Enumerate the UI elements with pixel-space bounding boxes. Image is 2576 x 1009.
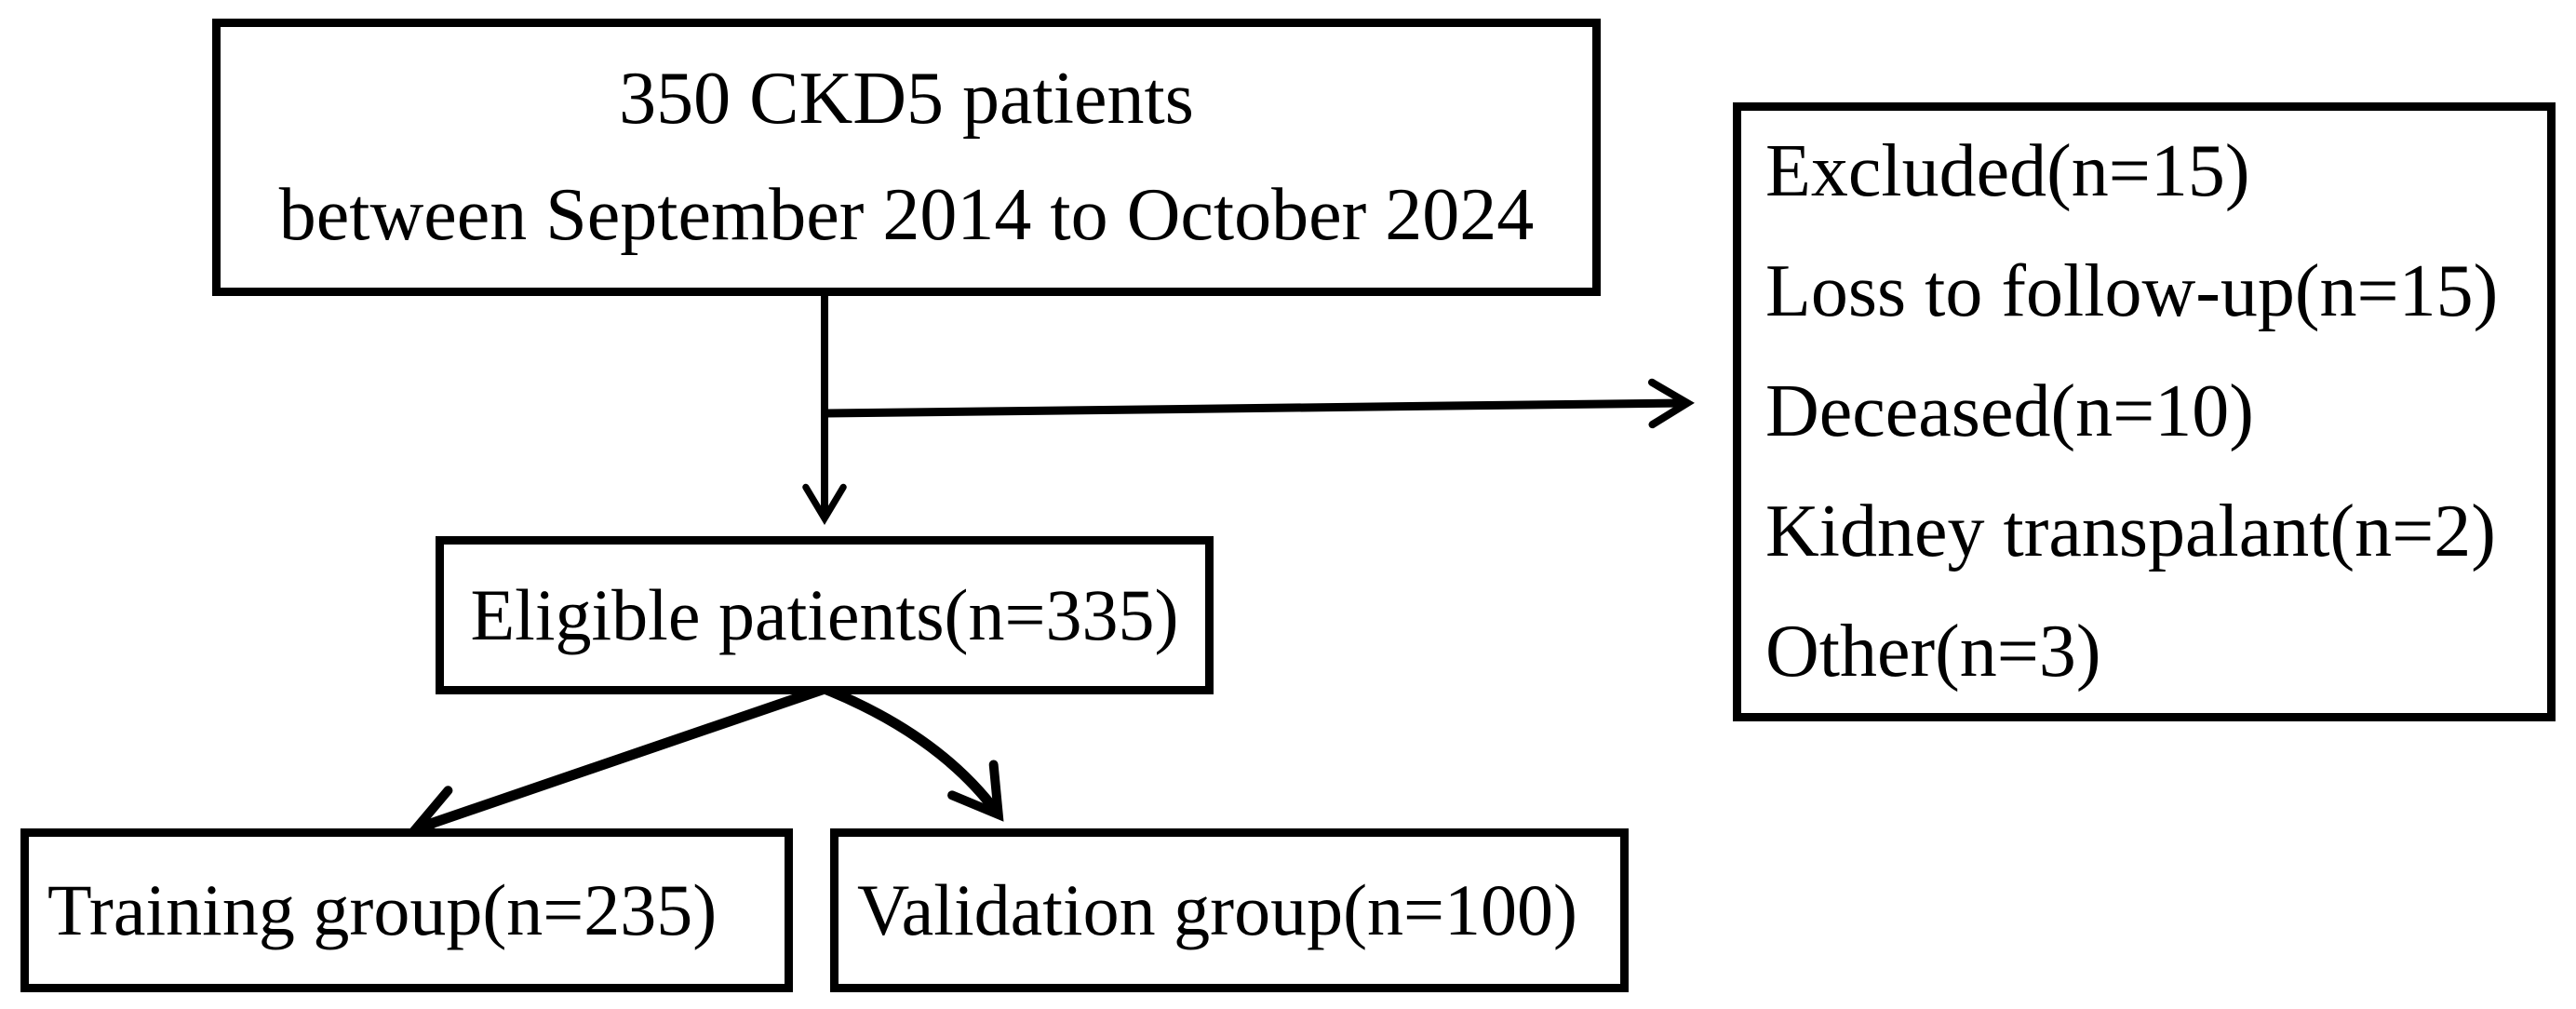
node-ckd5-patients-line1: 350 CKD5 patients (619, 58, 1194, 140)
node-eligible-patients: Eligible patients(n=335) (436, 536, 1214, 694)
node-excluded: Excluded(n=15) Loss to follow-up(n=15) D… (1733, 102, 2556, 721)
node-eligible-patients-label: Eligible patients(n=335) (470, 574, 1179, 656)
excluded-line: Deceased(n=10) (1765, 370, 2254, 452)
excluded-line: Other(n=3) (1765, 611, 2101, 693)
arrow-to-excluded (825, 378, 1695, 429)
node-training-group-label: Training group(n=235) (47, 869, 718, 951)
node-ckd5-patients-line2: between September 2014 to October 2024 (278, 174, 1535, 256)
node-ckd5-patients: 350 CKD5 patients between September 2014… (212, 19, 1601, 296)
arrow-eligible-to-validation (822, 683, 1004, 822)
arrow-eligible-to-training (407, 683, 826, 844)
excluded-line: Kidney transpalant(n=2) (1765, 491, 2496, 572)
node-training-group: Training group(n=235) (20, 828, 793, 992)
node-validation-group-label: Validation group(n=100) (857, 869, 1578, 951)
node-validation-group: Validation group(n=100) (830, 828, 1629, 992)
excluded-line: Loss to follow-up(n=15) (1765, 250, 2499, 332)
excluded-line: Excluded(n=15) (1765, 130, 2250, 212)
